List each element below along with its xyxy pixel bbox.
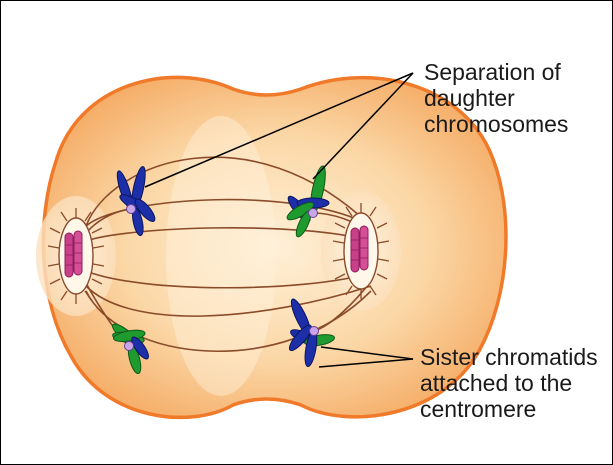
label-sister-line-1: Sister chromatids bbox=[420, 344, 598, 370]
label-sister-line-2: attached to the bbox=[420, 370, 598, 396]
label-sister-line-3: centromere bbox=[420, 396, 598, 422]
label-separation-of-daughter-chromosomes: Separation of daughter chromosomes bbox=[424, 59, 568, 137]
label-separation-line-3: chromosomes bbox=[424, 111, 568, 137]
label-sister-chromatids: Sister chromatids attached to the centro… bbox=[420, 344, 598, 422]
label-separation-line-1: Separation of bbox=[424, 59, 568, 85]
label-separation-line-2: daughter bbox=[424, 85, 568, 111]
